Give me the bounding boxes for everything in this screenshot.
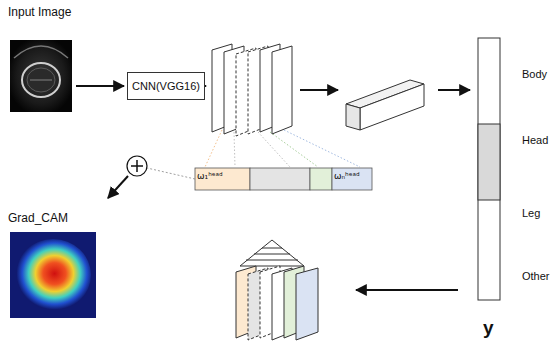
feature-maps [212,44,292,136]
class-label: Body [522,68,547,80]
class-label: Leg [522,207,540,219]
heatmap-image [10,232,96,318]
process-box: CNN(VGG16) [127,72,205,100]
sum-symbol [127,156,195,179]
box-label: CNN(VGG16) [132,80,200,92]
image-title: Input Image [8,6,71,19]
image-title: Grad_CAM [8,212,68,225]
vector-name: y [483,318,494,339]
class-label: Head [522,134,548,146]
flatten-prism [346,80,424,130]
output-vector [478,38,500,300]
weight-bar [195,168,372,190]
weight-symbol: ω₁ʰᵉᵃᵈ [197,172,223,182]
weight-symbol: ωₙʰᵉᵃᵈ [334,172,360,182]
pyramid-symbol [240,240,304,266]
weight-links [205,130,360,167]
class-label: Other [522,270,550,282]
ultrasound-image [10,40,72,112]
weighted-feature-maps [236,266,318,340]
